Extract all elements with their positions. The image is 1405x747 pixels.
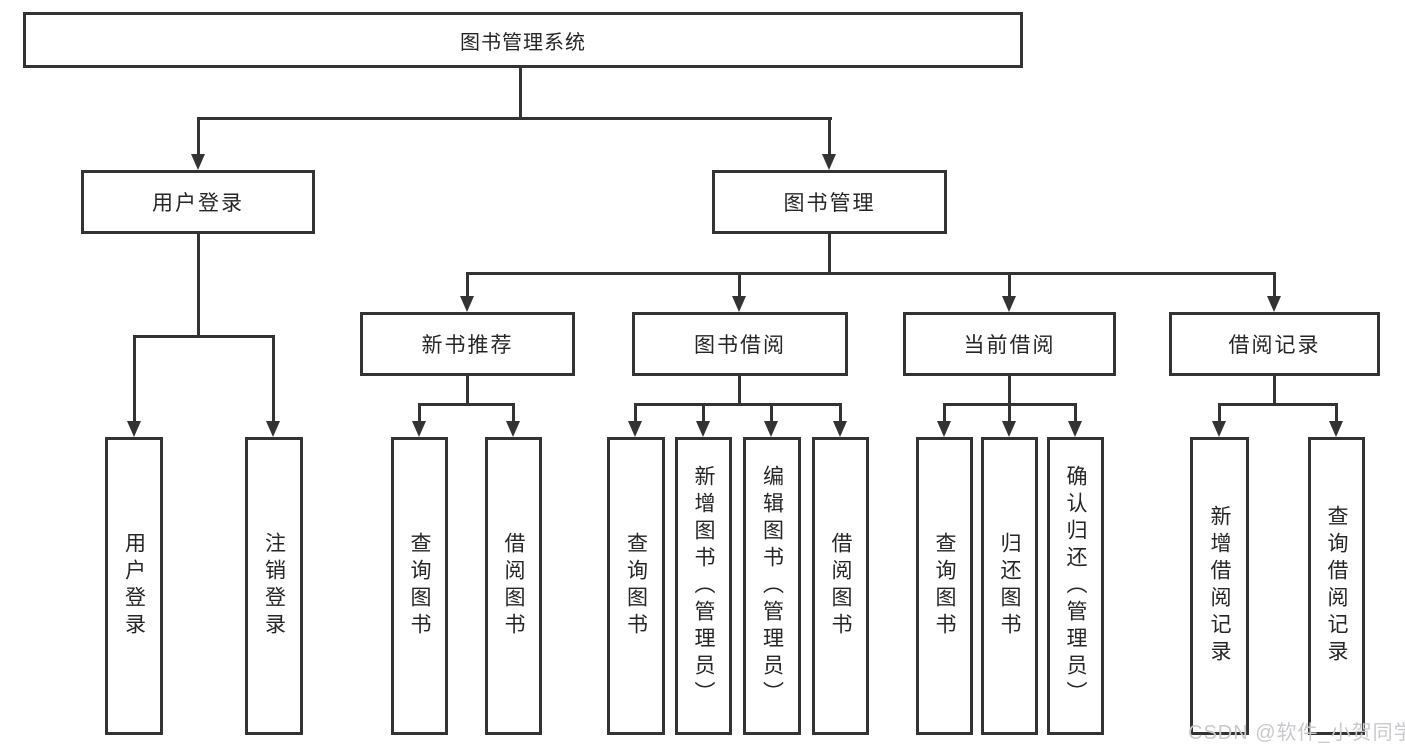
node-current-borrow: 当前借阅 — [903, 312, 1116, 376]
connector-line — [197, 117, 200, 155]
connector-line — [272, 335, 275, 423]
arrow-down-icon — [764, 421, 778, 437]
leaf-logout: 注销登录 — [245, 437, 303, 735]
watermark: CSDN @软件_小贺同学 — [1188, 722, 1405, 744]
arrow-down-icon — [266, 421, 280, 437]
arrow-down-icon — [732, 296, 746, 312]
connector-line — [418, 403, 515, 406]
leaf-cb-confirm-return-admin: 确认归还（管理员） — [1047, 437, 1104, 735]
connector-line — [197, 117, 832, 120]
arrow-down-icon — [1212, 421, 1226, 437]
arrow-down-icon — [1329, 421, 1343, 437]
connector-line — [702, 403, 705, 423]
leaf-bb-add-books-admin: 新增图书（管理员） — [675, 437, 732, 735]
connector-line — [828, 117, 831, 155]
connector-line — [1218, 403, 1338, 406]
connector-line — [1074, 403, 1077, 423]
connector-line — [839, 403, 842, 423]
arrow-down-icon — [127, 421, 141, 437]
arrow-down-icon — [1068, 421, 1082, 437]
leaf-br-add-record: 新增借阅记录 — [1190, 437, 1249, 735]
arrow-down-icon — [696, 421, 710, 437]
connector-line — [466, 376, 469, 406]
arrow-down-icon — [1267, 296, 1281, 312]
connector-line — [512, 403, 515, 423]
leaf-bb-borrow-books: 借阅图书 — [812, 437, 869, 735]
leaf-nbr-query-books: 查询图书 — [391, 437, 448, 735]
connector-line — [519, 68, 522, 117]
arrow-down-icon — [460, 296, 474, 312]
connector-line — [770, 403, 773, 423]
connector-line — [133, 335, 275, 338]
node-user-login-branch: 用户登录 — [81, 170, 315, 234]
arrow-down-icon — [833, 421, 847, 437]
node-new-book-recommend: 新书推荐 — [360, 312, 575, 376]
connector-line — [1008, 272, 1011, 298]
connector-line — [1273, 376, 1276, 406]
connector-line — [466, 272, 469, 298]
connector-line — [634, 403, 842, 406]
leaf-cb-return-books: 归还图书 — [981, 437, 1038, 735]
arrow-down-icon — [191, 154, 205, 170]
connector-line — [418, 403, 421, 423]
leaf-nbr-borrow-books: 借阅图书 — [485, 437, 542, 735]
leaf-bb-edit-books-admin: 编辑图书（管理员） — [743, 437, 801, 735]
leaf-bb-query-books: 查询图书 — [607, 437, 665, 735]
connector-line — [197, 234, 200, 336]
node-book-management-branch: 图书管理 — [712, 170, 947, 234]
arrow-down-icon — [1002, 421, 1016, 437]
leaf-user-login: 用户登录 — [105, 437, 163, 735]
arrow-down-icon — [1002, 296, 1016, 312]
connector-line — [1218, 403, 1221, 423]
leaf-br-query-record: 查询借阅记录 — [1308, 437, 1365, 735]
arrow-down-icon — [506, 421, 520, 437]
arrow-down-icon — [822, 154, 836, 170]
connector-line — [943, 403, 946, 423]
connector-line — [1008, 403, 1011, 423]
node-book-borrow: 图书借阅 — [632, 312, 848, 376]
connector-line — [133, 335, 136, 423]
connector-line — [1273, 272, 1276, 298]
arrow-down-icon — [628, 421, 642, 437]
arrow-down-icon — [937, 421, 951, 437]
node-borrow-records: 借阅记录 — [1169, 312, 1380, 376]
connector-line — [466, 272, 1276, 275]
connector-line — [1335, 403, 1338, 423]
leaf-cb-query-books: 查询图书 — [916, 437, 973, 735]
connector-line — [634, 403, 637, 423]
arrow-down-icon — [412, 421, 426, 437]
connector-line — [1008, 376, 1011, 406]
connector-line — [738, 376, 741, 406]
node-root: 图书管理系统 — [23, 12, 1023, 68]
connector-line — [738, 272, 741, 298]
connector-line — [828, 234, 831, 274]
